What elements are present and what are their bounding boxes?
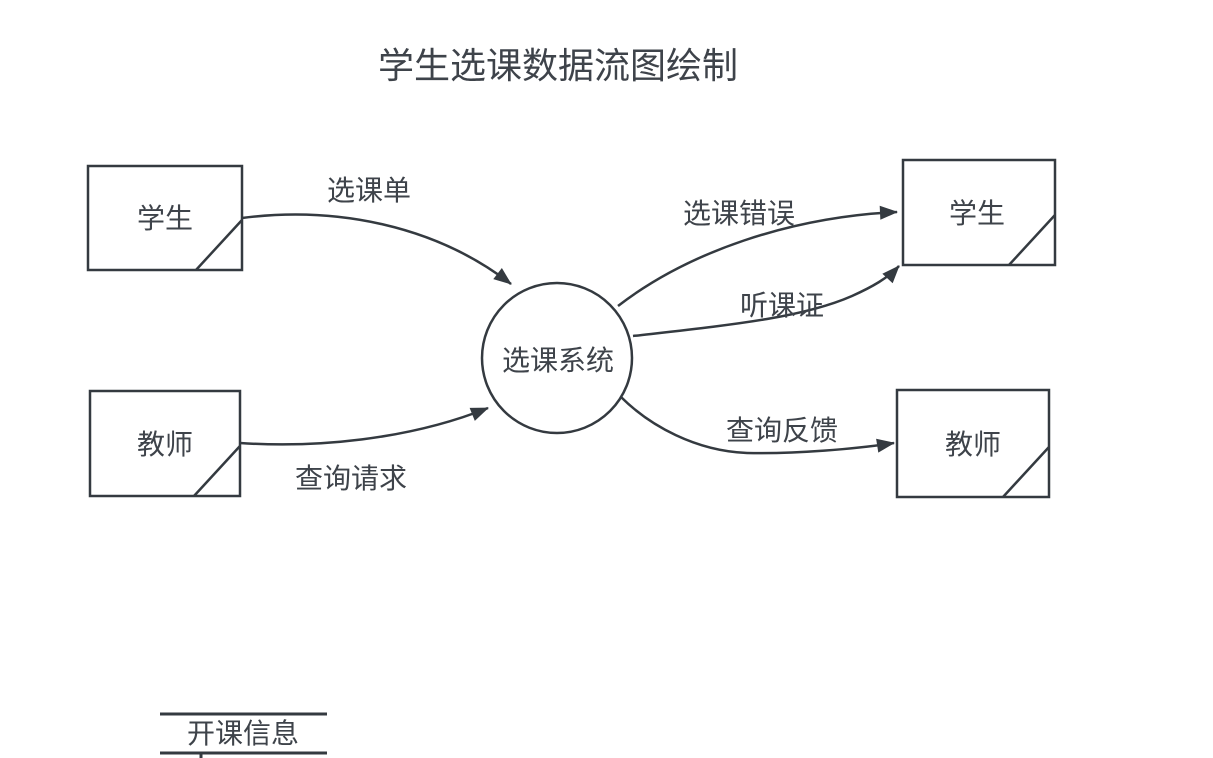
- flow-arrow[interactable]: [620, 396, 895, 455]
- entity-student-source[interactable]: 学生: [86, 164, 244, 272]
- entity-corner-slash: [1008, 214, 1056, 266]
- entity-corner-slash: [195, 219, 243, 271]
- flow-label: 查询反馈: [726, 415, 838, 446]
- entity-label: 学生: [949, 198, 1005, 229]
- entity-label: 教师: [945, 429, 1001, 460]
- flow-label: 选课单: [327, 175, 411, 206]
- flow-course-selection-form[interactable]: 选课单: [241, 175, 512, 285]
- flow-attendance-card[interactable]: 听课证: [632, 265, 900, 338]
- entity-label: 教师: [137, 429, 193, 460]
- flow-label: 查询请求: [295, 463, 407, 494]
- datastore-label: 开课信息: [187, 718, 299, 749]
- flow-arrow[interactable]: [617, 205, 898, 307]
- entity-student-sink[interactable]: 学生: [901, 158, 1057, 267]
- flow-label: 听课证: [740, 290, 824, 321]
- diagram-title: 学生选课数据流图绘制: [378, 45, 738, 86]
- flow-query-request[interactable]: 查询请求: [239, 406, 489, 494]
- flow-selection-error[interactable]: 选课错误: [617, 198, 898, 307]
- entity-teacher-source[interactable]: 教师: [88, 389, 242, 498]
- entity-box[interactable]: [86, 164, 244, 272]
- process-label: 选课系统: [502, 345, 614, 376]
- entity-label: 学生: [137, 203, 193, 234]
- entity-corner-slash: [1002, 446, 1050, 498]
- entity-box[interactable]: [901, 158, 1057, 267]
- entity-corner-slash: [193, 445, 241, 497]
- datastore-course-offering-info[interactable]: 开课信息: [160, 712, 327, 758]
- flow-arrow[interactable]: [632, 265, 900, 338]
- flow-arrow[interactable]: [239, 406, 489, 446]
- process-course-selection-system[interactable]: 选课系统: [480, 281, 634, 435]
- flow-query-feedback[interactable]: 查询反馈: [620, 396, 895, 455]
- entity-teacher-sink[interactable]: 教师: [895, 388, 1051, 499]
- flow-label: 选课错误: [683, 198, 795, 229]
- flow-arrow[interactable]: [241, 213, 512, 285]
- process-circle[interactable]: [480, 281, 634, 435]
- entity-box[interactable]: [895, 388, 1051, 499]
- entity-box[interactable]: [88, 389, 242, 498]
